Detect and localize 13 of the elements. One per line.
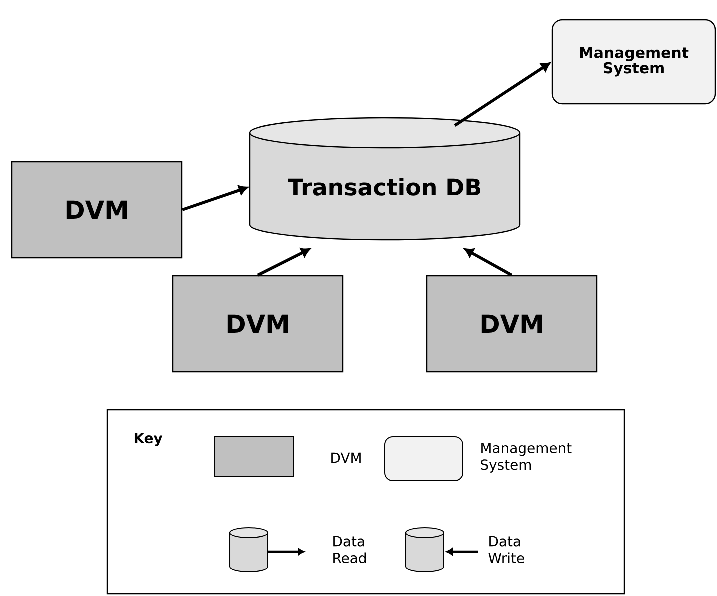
arrow xyxy=(454,62,550,128)
dvm-box: DVM xyxy=(426,275,598,373)
legend-label: DVM xyxy=(332,452,361,464)
legend-label: Data Write xyxy=(488,536,524,564)
system-box: Management System xyxy=(552,19,716,105)
dvm-box: DVM xyxy=(11,161,183,259)
legend-label: Management System xyxy=(481,443,572,473)
arrow xyxy=(182,186,248,212)
arrow xyxy=(464,248,513,277)
dvm-box: DVM xyxy=(172,275,344,373)
legend-label: Data Read xyxy=(334,536,366,564)
arrow xyxy=(257,248,310,277)
database-cylinder: Transaction DB xyxy=(249,117,521,241)
